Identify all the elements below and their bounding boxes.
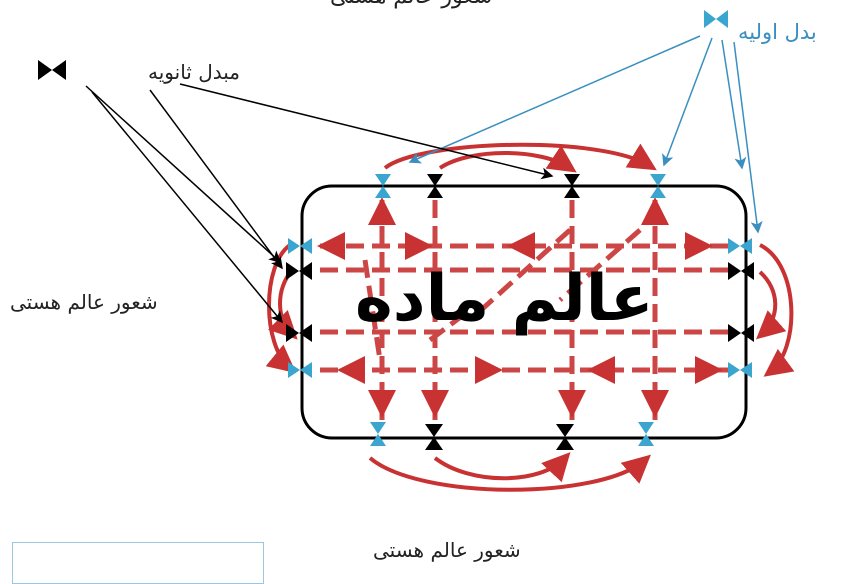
secondary-converter-icon: [425, 424, 443, 450]
secondary-converter-icon: [286, 262, 312, 280]
primary-converters: [288, 10, 752, 446]
primary-converter-icon: [638, 422, 654, 446]
legend-primary-converter-icon: [704, 10, 728, 28]
consciousness-label-bottom: شعور عالم هستی: [373, 538, 521, 562]
secondary-pointer-lines: [85, 83, 554, 324]
primary-converter-icon: [288, 238, 312, 254]
initial-converter-label: بدل اولیه: [738, 20, 817, 44]
primary-converter-icon: [650, 174, 666, 198]
consciousness-label-top: شعور عالم هستی: [330, 0, 492, 9]
secondary-converter-label: مبدل ثانویه: [148, 60, 240, 84]
legend-secondary-converter-icon: [38, 60, 66, 80]
primary-converter-icon: [728, 238, 752, 254]
primary-converter-icon: [288, 362, 312, 378]
secondary-converter-icon: [286, 324, 312, 342]
secondary-converter-icon: [427, 174, 443, 198]
initial-pointer-lines: [408, 35, 763, 234]
primary-converter-icon: [375, 174, 391, 198]
material-world-box: [300, 184, 748, 440]
secondary-converter-icon: [564, 174, 580, 198]
secondary-converter-icon: [728, 324, 754, 342]
internal-arrowheads: [317, 197, 723, 418]
internal-flow-grid: [320, 200, 730, 420]
primary-converter-icon: [370, 422, 386, 446]
secondary-converter-icon: [728, 262, 754, 280]
consciousness-label-left: شعور عالم هستی: [10, 290, 158, 314]
caption-box: [12, 542, 264, 584]
secondary-converters: [38, 60, 754, 450]
secondary-converter-icon: [556, 424, 574, 450]
primary-converter-icon: [728, 362, 752, 378]
material-world-label: عالم ماده: [355, 262, 654, 336]
diagram-canvas: [38, 10, 795, 492]
